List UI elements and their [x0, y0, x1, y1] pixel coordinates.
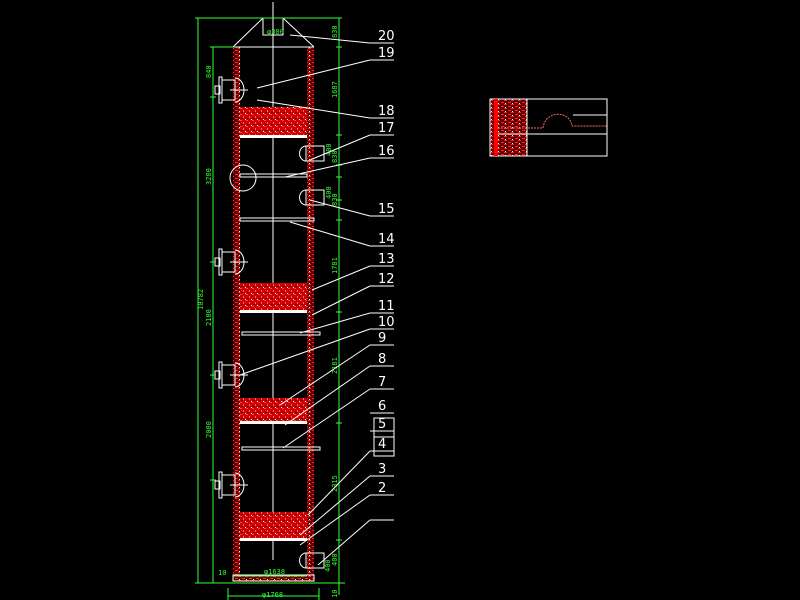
- dim-right-9: 2315: [331, 475, 339, 492]
- part-label: 2: [378, 481, 386, 496]
- parts-table: [373, 417, 395, 457]
- packing-bed: [240, 398, 307, 421]
- part-label: 6: [378, 399, 386, 414]
- dim-right-11: 400: [331, 553, 339, 566]
- part-label: 4: [378, 437, 386, 452]
- part-label: 14: [378, 232, 395, 247]
- manholes: [214, 76, 248, 499]
- dim-right-7: 1781: [331, 257, 339, 274]
- leader-line: [282, 388, 371, 449]
- manhole: [214, 248, 248, 276]
- part-label: 20: [378, 29, 395, 44]
- dimension-lines: [195, 17, 345, 600]
- leader-line: [317, 519, 371, 566]
- part-label: 7: [378, 375, 386, 390]
- packing-bed: [240, 512, 307, 538]
- dim-top-nozzle: φ300: [267, 28, 284, 36]
- leader-line: [279, 344, 371, 406]
- dim-right-3: 400: [325, 143, 333, 156]
- leader-line: [284, 157, 371, 178]
- leader-line: [299, 312, 371, 334]
- dim-right-4: 830: [331, 150, 339, 163]
- detail-inset: [489, 98, 608, 157]
- leader-line: [289, 34, 371, 44]
- leader-line: [284, 365, 371, 426]
- part-label: 12: [378, 272, 395, 287]
- internals: [239, 173, 321, 451]
- detail-lining: [494, 99, 498, 156]
- support-grid: [240, 135, 307, 138]
- support-grid: [240, 538, 307, 541]
- dim-right-1: 830: [331, 25, 339, 38]
- dim-wall-offset: 10: [218, 569, 226, 577]
- support-grid: [240, 310, 307, 313]
- dim-right-2: 1687: [331, 81, 339, 98]
- manhole: [214, 76, 248, 104]
- leader-line: [299, 475, 371, 536]
- part-label: 18: [378, 104, 395, 119]
- part-label: 11: [378, 299, 395, 314]
- leader-line: [239, 328, 371, 376]
- nozzle-17: [305, 145, 325, 162]
- nozzle-2: [305, 552, 325, 569]
- dim-left-1: 840: [205, 65, 213, 78]
- leader-line: [256, 99, 371, 119]
- distributor-bar: [241, 446, 321, 451]
- part-label: 5: [378, 417, 386, 432]
- distributor-bar: [239, 173, 308, 178]
- distributor-bar: [239, 217, 315, 222]
- dim-left-3: 2180: [205, 309, 213, 326]
- part-label: 8: [378, 352, 386, 367]
- dim-right-10: 400: [324, 559, 332, 572]
- manhole: [214, 471, 248, 499]
- packing-beds: [240, 107, 307, 541]
- dimension-texts: 10782 840 3280 2180 2080 830 1687 400 83…: [197, 25, 339, 599]
- part-label: 10: [378, 315, 395, 330]
- dim-overall-height: 10782: [197, 289, 205, 310]
- dim-right-12: 10: [331, 590, 339, 598]
- dim-left-2: 3280: [205, 168, 213, 185]
- part-label: 9: [378, 331, 386, 346]
- part-label: 15: [378, 202, 395, 217]
- dim-left-4: 2080: [205, 421, 213, 438]
- right-brick-wall: [307, 47, 314, 577]
- leader-line: [299, 494, 371, 546]
- side-nozzles: [299, 145, 325, 569]
- packing-bed: [240, 107, 307, 135]
- part-label: 19: [378, 46, 395, 61]
- bottom-plate: [232, 574, 315, 582]
- distributor-bar: [241, 331, 321, 336]
- vessel: [232, 2, 315, 582]
- leader-line: [309, 199, 371, 217]
- dim-outer-diameter: φ1768: [262, 591, 283, 599]
- packing-bed: [240, 283, 307, 310]
- leader-line: [256, 59, 371, 89]
- nozzle-15: [305, 189, 325, 206]
- part-label: 17: [378, 121, 395, 136]
- dim-inner-diameter: φ1638: [264, 568, 285, 576]
- leader-line: [289, 221, 371, 247]
- leader-line: [311, 265, 371, 291]
- left-brick-wall: [233, 47, 240, 577]
- dim-right-5: 400: [325, 186, 333, 199]
- leader-line: [311, 285, 371, 316]
- part-label: 16: [378, 144, 395, 159]
- dim-right-6: 830: [331, 193, 339, 206]
- part-label: 13: [378, 252, 395, 267]
- dim-right-8: 2181: [331, 357, 339, 374]
- support-grid: [240, 421, 307, 424]
- manhole: [214, 361, 248, 389]
- leader-line: [309, 134, 371, 161]
- part-label: 3: [378, 462, 386, 477]
- leader-line: [307, 450, 371, 516]
- detail-circle: [229, 164, 257, 192]
